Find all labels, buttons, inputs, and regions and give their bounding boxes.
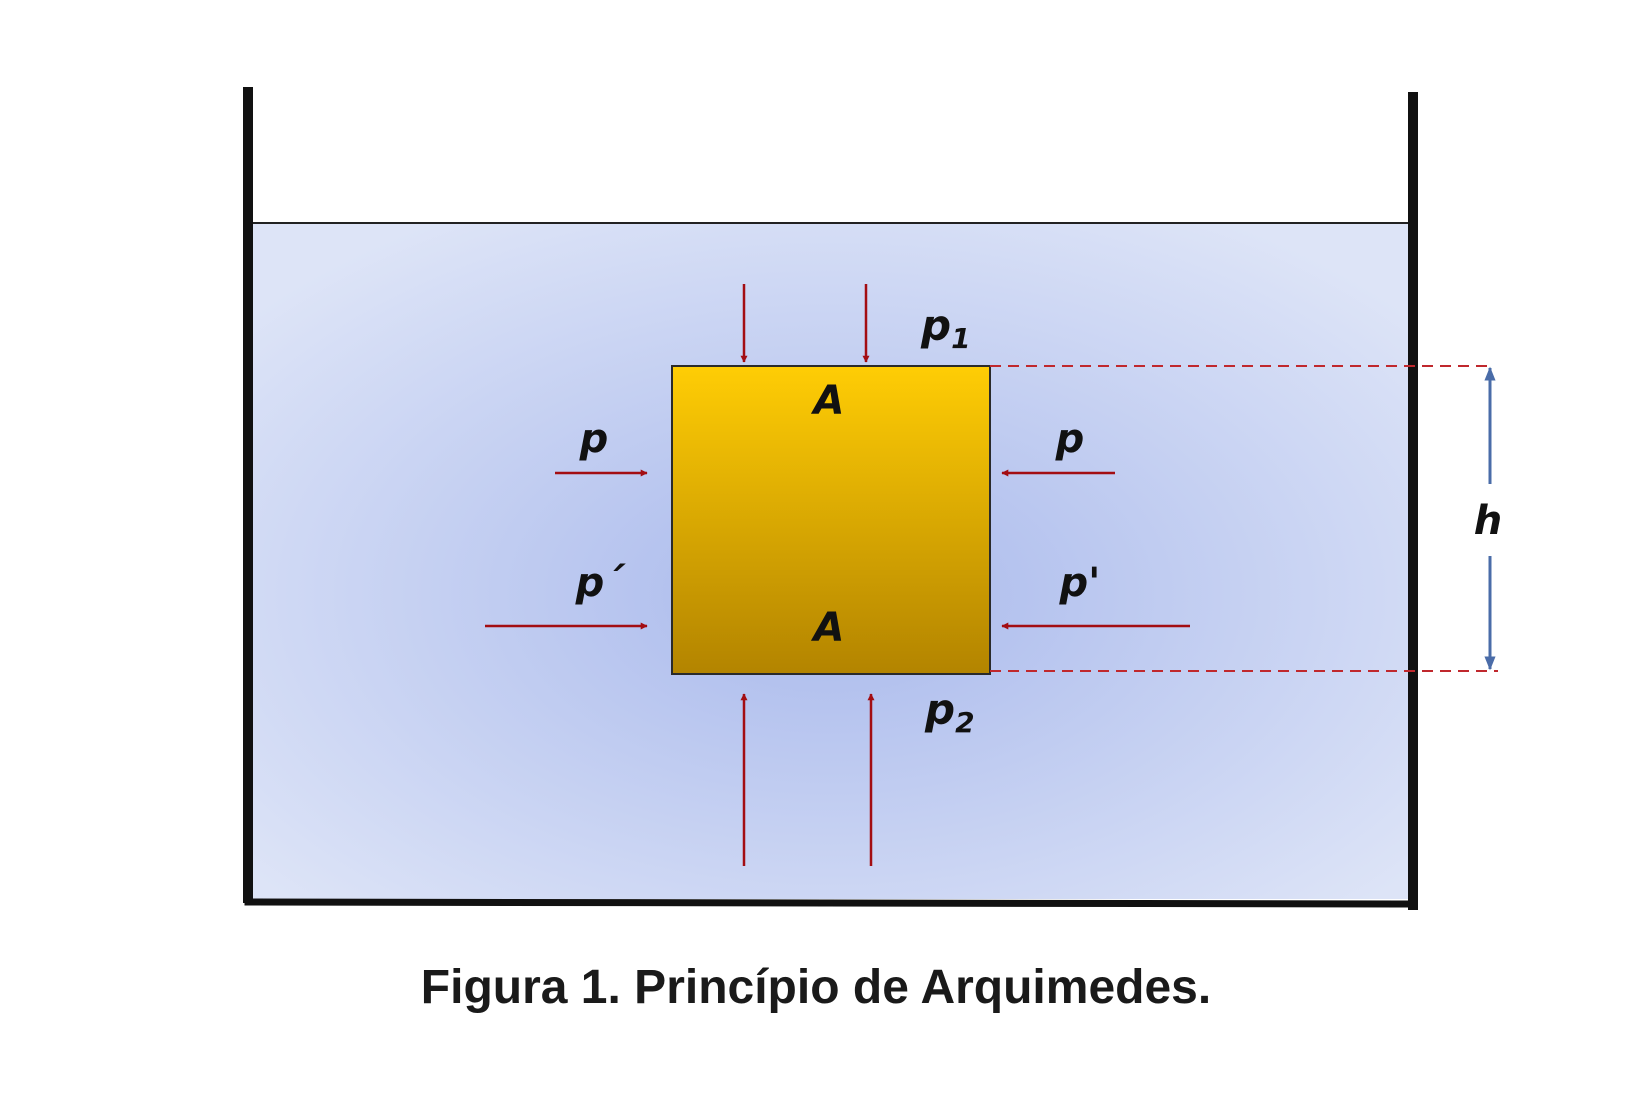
label-p-left-lower: p´ (575, 560, 627, 606)
label-height: h (1474, 498, 1502, 544)
label-p-right-upper: p (1055, 416, 1085, 462)
figure-caption: Figura 1. Princípio de Arquimedes. (420, 961, 1212, 1014)
label-p-left-upper: p (579, 416, 609, 462)
pressure-arrows (485, 284, 1190, 866)
submerged-block (671, 365, 991, 675)
container-bottom (244, 898, 1417, 908)
label-p-right-lower: p' (1059, 560, 1101, 606)
container (243, 87, 1418, 910)
label-p2: p2 (924, 685, 975, 739)
label-p1: p1 (920, 301, 971, 355)
label-area-top: A (811, 378, 845, 424)
label-area-bottom: A (811, 605, 845, 651)
